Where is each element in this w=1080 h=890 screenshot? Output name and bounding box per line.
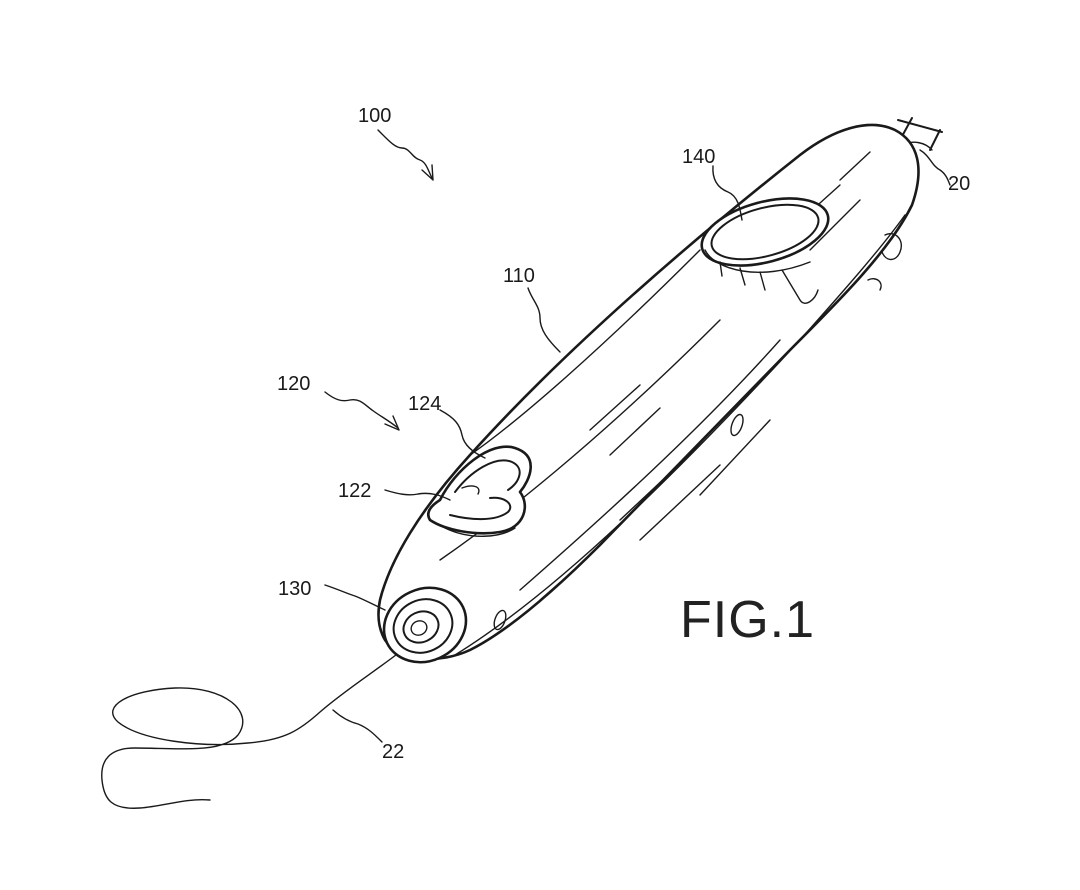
label-140: 140 [682,146,715,168]
label-20: 20 [948,173,970,195]
leader-lines [324,129,951,743]
figure-title: FIG.1 [680,591,815,649]
reference-labels: 100 140 20 110 120 124 122 130 22 FIG.1 [277,105,970,763]
label-120: 120 [277,373,310,395]
top-port [700,197,830,304]
label-100: 100 [358,105,391,127]
button-assembly [427,445,532,537]
label-22: 22 [382,741,404,763]
label-124: 124 [408,393,441,415]
front-opening [382,586,468,664]
cord-filament [101,647,406,809]
label-130: 130 [278,578,311,600]
label-122: 122 [338,480,371,502]
device-housing [377,123,920,661]
label-110: 110 [503,265,535,287]
